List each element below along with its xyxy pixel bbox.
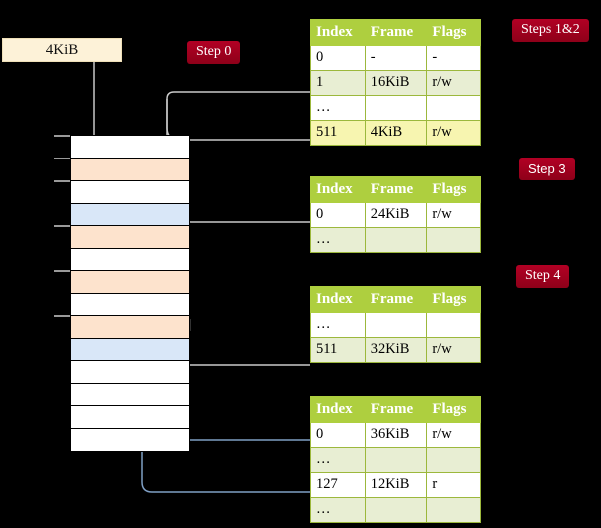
- wire-t3-511-to-mem: [178, 319, 310, 366]
- memory-tick-1: [54, 157, 70, 159]
- table-level2-r1-flags: r/w: [426, 337, 481, 363]
- table-level2-r0-index: …: [310, 312, 366, 338]
- table-level1-r0-frame: 36KiB: [364, 422, 428, 448]
- table-level1-r2-flags: r: [426, 472, 481, 498]
- table-level1-header-index: Index: [310, 396, 366, 423]
- table-level2-header-frame: Frame: [364, 286, 428, 313]
- table-level3-r1-frame: [364, 227, 428, 253]
- virtual-page-label: 4KiB: [45, 41, 79, 58]
- table-level3-r1-flags: [426, 227, 481, 253]
- badge-steps-1-2-label: Steps 1&2: [521, 22, 580, 37]
- table-level4-r1-flags: r/w: [426, 70, 481, 96]
- memory-frame-10: [71, 361, 189, 384]
- badge-step-3-label: Step 3: [528, 161, 566, 176]
- table-level3-header-index: Index: [310, 176, 366, 203]
- memory-tick-8: [54, 315, 70, 317]
- table-level4-r2-flags: [426, 95, 481, 121]
- memory-frame-8: [71, 316, 189, 339]
- table-level1-r1-index: …: [310, 447, 366, 473]
- memory-frame-1: [71, 158, 189, 181]
- table-level4-r0-index: 0: [310, 45, 366, 71]
- memory-tick-0: [54, 135, 70, 137]
- table-level3-r0-flags: r/w: [426, 202, 481, 228]
- memory-frame-7: [71, 293, 189, 316]
- memory-frame-6: [71, 271, 189, 294]
- table-level2-header-flags: Flags: [426, 286, 481, 313]
- table-level4-header-frame: Frame: [364, 19, 428, 46]
- badge-step-4-label: Step 4: [525, 268, 561, 283]
- memory-tick-4: [54, 225, 70, 227]
- table-level1-header-frame: Frame: [364, 396, 428, 423]
- table-level1-r0-flags: r/w: [426, 422, 481, 448]
- table-level1-r1-flags: [426, 447, 481, 473]
- table-row[interactable]: …: [310, 227, 481, 253]
- table-level4-r1-frame: 16KiB: [364, 70, 428, 96]
- table-level1-r3-flags: [426, 497, 481, 523]
- table-row[interactable]: …: [310, 447, 481, 473]
- table-row[interactable]: …: [310, 497, 481, 523]
- badge-step-0: Step 0: [187, 41, 241, 64]
- table-row[interactable]: …: [310, 95, 481, 121]
- table-level3-header-flags: Flags: [426, 176, 481, 203]
- table-level1-r0-index: 0: [310, 422, 366, 448]
- table-level4-r2-frame: [364, 95, 428, 121]
- memory-frame-0: [71, 136, 189, 159]
- table-level3-header-frame: Frame: [364, 176, 428, 203]
- table-level2-header-index: Index: [310, 286, 366, 313]
- table-level3-r0-index: 0: [310, 202, 366, 228]
- table-level4-r3-frame: 4KiB: [364, 120, 428, 146]
- table-row[interactable]: 0--: [310, 45, 481, 71]
- table-level3-r0-frame: 24KiB: [364, 202, 428, 228]
- wire-t1-511-to-mem: [166, 91, 311, 141]
- table-level4-r0-flags: -: [426, 45, 481, 71]
- table-level4-r3-flags: r/w: [426, 120, 481, 146]
- memory-tick-6: [54, 270, 70, 272]
- badge-step-3: Step 3: [519, 158, 575, 180]
- table-level1-r1-frame: [364, 447, 428, 473]
- memory-frame-13: [71, 428, 189, 451]
- table-level4-r2-index: …: [310, 95, 366, 121]
- table-level3-r1-index: …: [310, 227, 366, 253]
- virtual-page-box: 4KiB: [2, 38, 122, 62]
- memory-tick-2: [54, 180, 70, 182]
- memory-frame-4: [71, 226, 189, 249]
- memory-frame-5: [71, 248, 189, 271]
- physical-memory-column: [70, 135, 190, 452]
- memory-frame-12: [71, 406, 189, 429]
- table-level1-r2-index: 127: [310, 472, 366, 498]
- table-level1-header-flags: Flags: [426, 396, 481, 423]
- table-level1-r3-frame: [364, 497, 428, 523]
- table-level4-r1-index: 1: [310, 70, 366, 96]
- table-level4-header-flags: Flags: [426, 19, 481, 46]
- table-row[interactable]: …: [310, 312, 481, 338]
- badge-step-0-label: Step 0: [196, 44, 232, 59]
- table-level1-r3-index: …: [310, 497, 366, 523]
- table-level1-r2-frame: 12KiB: [364, 472, 428, 498]
- table-level2-r1-index: 511: [310, 337, 366, 363]
- table-level2-r0-flags: [426, 312, 481, 338]
- badge-step-4: Step 4: [516, 265, 570, 288]
- table-level4-r3-index: 511: [310, 120, 366, 146]
- memory-frame-3: [71, 203, 189, 226]
- memory-frame-11: [71, 383, 189, 406]
- table-level2-r1-frame: 32KiB: [364, 337, 428, 363]
- table-level4-header-index: Index: [310, 19, 366, 46]
- memory-frame-2: [71, 181, 189, 204]
- table-level2-r0-frame: [364, 312, 428, 338]
- table-level4-r0-frame: -: [364, 45, 428, 71]
- badge-steps-1-2: Steps 1&2: [512, 19, 589, 42]
- memory-frame-9: [71, 338, 189, 361]
